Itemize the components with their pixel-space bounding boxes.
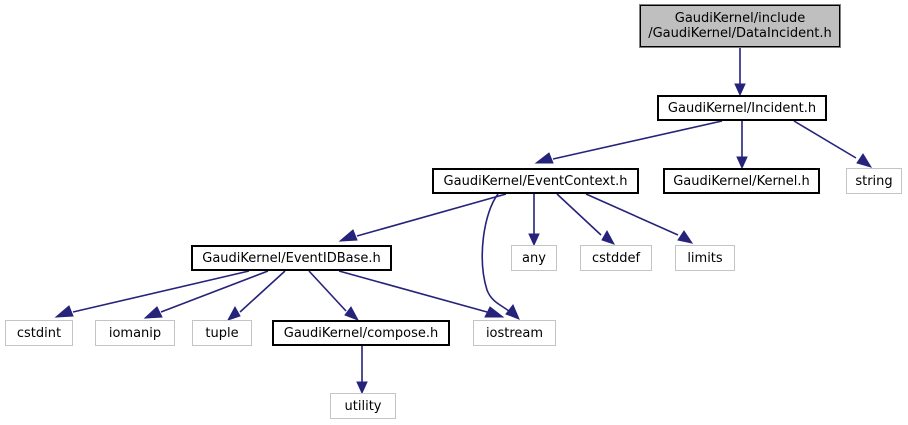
edge-arrowhead [856,153,873,168]
edge-arrowhead [226,305,241,321]
graph-edge [308,270,360,321]
edge-arrowhead [484,306,505,318]
graph-edge [734,47,746,97]
edge-arrowhead [505,304,520,320]
graph-edge [54,270,250,318]
graph-node-utility[interactable]: utility [330,393,396,419]
graph-node-limits[interactable]: limits [675,245,735,271]
graph-edge [736,121,748,170]
edge-arrowhead [54,305,74,318]
graph-edge [556,193,616,245]
graph-edge [793,120,873,168]
graph-edge [338,193,507,242]
edge-arrowhead [338,229,358,242]
graph-node-eventidbase[interactable]: GaudiKernel/EventIDBase.h [191,245,392,271]
edge-arrowhead [528,233,540,247]
edge-arrowhead [534,152,554,164]
graph-edge [226,270,286,321]
graph-edge [338,270,505,318]
graph-edge [534,120,723,164]
graph-node-cstddef[interactable]: cstddef [580,245,652,271]
graph-node-datadincident[interactable]: GaudiKernel/include /GaudiKernel/DataInc… [639,4,841,48]
graph-node-kernel[interactable]: GaudiKernel/Kernel.h [663,168,820,194]
graph-node-iostream[interactable]: iostream [473,320,556,346]
graph-node-compose[interactable]: GaudiKernel/compose.h [272,320,450,346]
graph-edge [481,193,520,320]
graph-node-tuple[interactable]: tuple [192,320,252,346]
graph-node-cstdint[interactable]: cstdint [5,320,73,346]
graph-node-eventcontext[interactable]: GaudiKernel/EventContext.h [432,168,639,194]
edge-arrowhead [736,156,748,170]
graph-node-string[interactable]: string [846,168,902,194]
graph-edge [528,194,540,247]
edge-arrowhead [344,306,360,321]
graph-node-any[interactable]: any [511,245,557,271]
graph-edge [356,346,368,395]
edge-arrowhead [677,230,694,244]
edge-arrowhead [601,229,616,245]
graph-node-iomanip[interactable]: iomanip [95,320,175,346]
edge-arrowhead [734,83,746,97]
edge-arrowhead [143,306,163,319]
graph-node-incident[interactable]: GaudiKernel/Incident.h [657,95,827,121]
graph-edge [585,193,694,244]
graph-edge [143,270,269,319]
edge-arrowhead [356,381,368,395]
